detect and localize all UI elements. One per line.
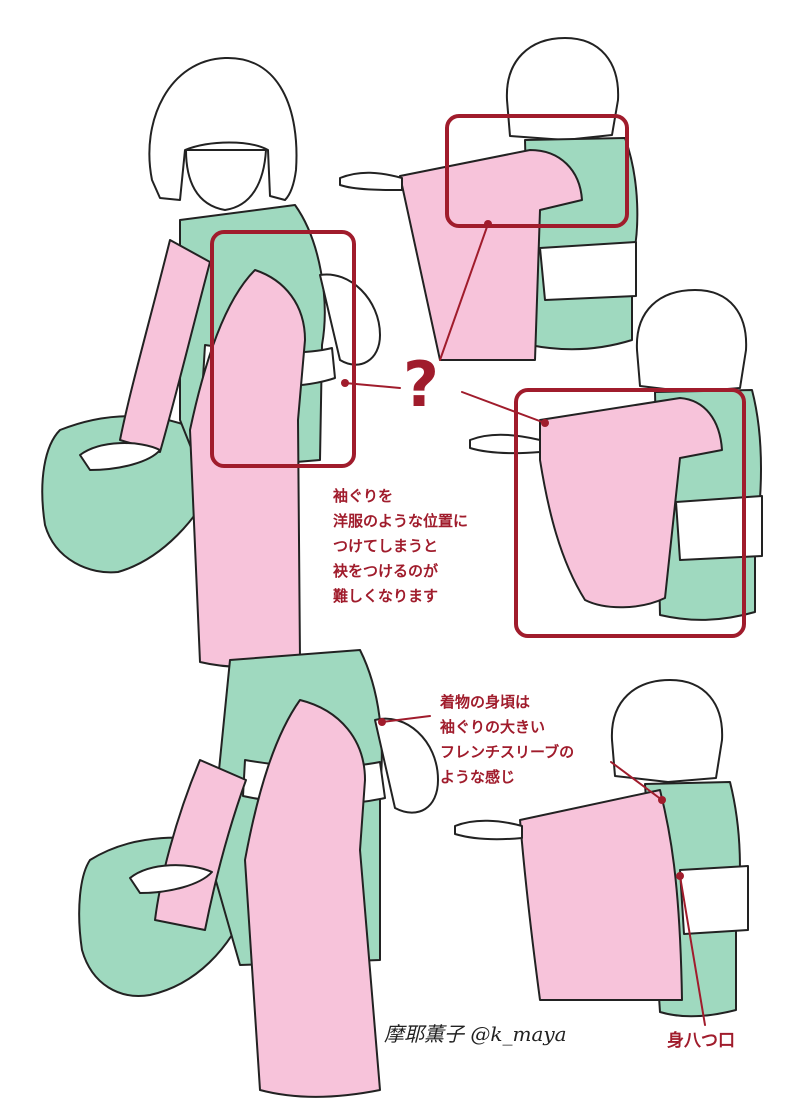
note-line: ような感じ [440, 768, 516, 786]
note-sleeve-position: 袖ぐりを洋服のような位置につけてしまうと袂をつけるのが難しくなります [333, 484, 468, 609]
leader-mi-yatsuguchi [679, 875, 706, 1026]
dot-figure5 [658, 796, 666, 804]
note-line: 洋服のような位置に [333, 512, 469, 530]
note-line: 難しくなります [333, 587, 439, 605]
leader-to-top-box [439, 223, 489, 361]
figure2-hair [505, 37, 620, 141]
note-line: 袂をつけるのが [333, 562, 439, 580]
figure4-right-sleeve [244, 699, 381, 1098]
figure1-hand [79, 442, 161, 471]
figure-back-top-right [339, 37, 639, 361]
figure5-sleeve [519, 789, 683, 1001]
figure-back-middle-right [469, 289, 763, 638]
figure3-hair [635, 289, 748, 393]
figure2-arm [339, 171, 403, 191]
dot-middle-box [541, 419, 549, 427]
leader-to-middle-box [461, 391, 546, 424]
figure2-obi [539, 241, 637, 301]
figure5-hair [610, 679, 724, 783]
figure-seated-bottom-left [78, 649, 439, 1098]
note-french-sleeve: 着物の身頃は袖ぐりの大きいフレンチスリーブのような感じ [440, 690, 574, 790]
dot-left-box [341, 379, 349, 387]
figure1-highlight-box [210, 230, 356, 468]
figure2-highlight-box [445, 114, 629, 228]
figure3-arm [469, 433, 541, 455]
figure4-hand [129, 864, 213, 894]
figure5-obi [679, 865, 749, 935]
figure-seated-top-left [41, 56, 381, 668]
note-line: 袖ぐりの大きい [440, 718, 546, 736]
dot-top-box [484, 220, 492, 228]
label-mi-yatsuguchi: 身八つ口 [667, 1031, 735, 1051]
artist-signature: 摩耶薫子 @k_maya [384, 1022, 567, 1046]
question-mark: ? [403, 348, 439, 421]
figure3-sleeve [539, 397, 723, 609]
dot-mi-yatsuguchi [676, 872, 684, 880]
leader-note2-to-figure5 [610, 761, 663, 801]
figure5-arm [454, 819, 523, 841]
figure4-obi-bow [374, 717, 439, 814]
callout-lines [344, 223, 706, 1026]
figure1-face [185, 149, 267, 211]
figure3-obi [675, 495, 763, 561]
figure3-highlight-box [514, 388, 746, 638]
note-line: フレンチスリーブの [440, 743, 575, 761]
leader-to-left-box [344, 382, 401, 389]
note-line: つけてしまうと [333, 537, 439, 555]
dot-figure4 [378, 718, 386, 726]
note-line: 着物の身頃は [440, 693, 531, 711]
figure1-hair [148, 56, 298, 201]
figure-back-bottom-right [454, 679, 749, 1018]
leader-note2-to-figure4 [381, 715, 431, 723]
note-line: 袖ぐりを [333, 487, 394, 505]
figure1-left-sleeve [119, 239, 211, 453]
